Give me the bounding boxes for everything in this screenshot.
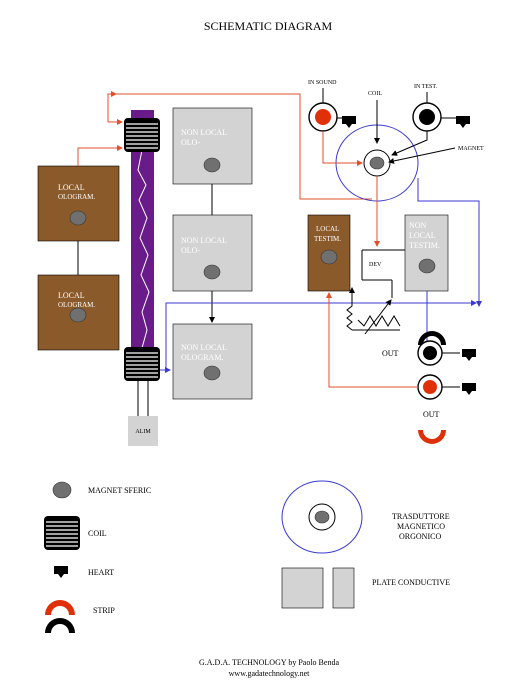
- diagram-title: SCHEMATIC DIAGRAM: [204, 19, 333, 33]
- svg-text:NON: NON: [409, 221, 427, 230]
- svg-text:LOCAL: LOCAL: [316, 225, 339, 233]
- in-test-jack: [412, 102, 442, 132]
- resistor-icon: [346, 292, 401, 335]
- svg-text:TESTIM.: TESTIM.: [314, 235, 341, 243]
- coil-top-icon: [123, 117, 161, 153]
- strip-black-icon: [418, 331, 446, 345]
- black-wire-in-test: [391, 131, 428, 156]
- svg-text:OLOGRAM.: OLOGRAM.: [58, 193, 95, 201]
- svg-text:NON LOCAL: NON LOCAL: [181, 343, 227, 352]
- magnet-sferic-icon: [203, 264, 221, 280]
- legend-plate-icon: [281, 567, 324, 609]
- non-local-olo-box-2: NON LOCAL OLO-: [172, 214, 253, 292]
- footer-url: www.gadatechnology.net: [229, 669, 310, 678]
- in-sound-label: IN SOUND: [308, 80, 337, 86]
- local-testim-box: LOCAL TESTIM.: [307, 214, 351, 292]
- legend-trasduttore-line2: MAGNETICO: [397, 522, 445, 531]
- out-jack-black: [417, 340, 443, 366]
- in-test-label: IN TEST.: [414, 84, 438, 90]
- legend-strip-black-icon: [45, 618, 75, 633]
- lightning-icon: [137, 149, 150, 349]
- alim-box: [128, 416, 158, 446]
- legend-strip-label: STRIP: [93, 606, 115, 615]
- legend-magnet-sferic-icon: [52, 481, 72, 499]
- red-wire-left: [77, 91, 372, 200]
- non-local-olo-box-1: NON LOCAL OLO-: [172, 107, 253, 185]
- blue-wire-bottom: [165, 300, 477, 370]
- in-sound-jack: [308, 102, 338, 132]
- svg-text:OLO-: OLO-: [181, 138, 200, 147]
- svg-text:LOCAL: LOCAL: [58, 291, 85, 300]
- alim-label: ALIM: [135, 429, 151, 435]
- legend-trasduttore-line1: TRASDUTTORE: [392, 512, 450, 521]
- magnet-sferic-icon: [418, 258, 436, 274]
- out-label-2: OUT: [423, 410, 440, 419]
- legend-transducer-icon: [281, 480, 363, 554]
- out-label-1: OUT: [382, 349, 399, 358]
- purple-tube: [131, 110, 154, 368]
- svg-text:NON LOCAL: NON LOCAL: [181, 128, 227, 137]
- dev-switch: [361, 249, 405, 298]
- heart-icon: [456, 116, 470, 128]
- local-ologram-box-2: LOCAL OLOGRAM.: [37, 274, 120, 351]
- non-local-ologram-box: NON LOCAL OLOGRAM.: [172, 323, 253, 400]
- footer-credit: G.A.D.A. TECHNOLOGY by Paolo Benda: [199, 658, 339, 667]
- coil-bottom-icon: [123, 346, 161, 382]
- legend-heart-icon: [54, 566, 68, 578]
- heart-icon: [342, 116, 356, 128]
- out-jack-red: [417, 374, 443, 400]
- legend-strip-red-icon: [45, 600, 75, 615]
- svg-text:TESTIM.: TESTIM.: [409, 241, 440, 250]
- magnet-sferic-icon: [203, 365, 221, 381]
- svg-text:OLO-: OLO-: [181, 246, 200, 255]
- magnet-sferic-icon: [69, 210, 87, 226]
- svg-text:LOCAL: LOCAL: [58, 183, 85, 192]
- magnet-sferic-icon: [203, 157, 221, 173]
- dev-label: DEV: [369, 262, 382, 268]
- legend-coil-label: COIL: [88, 529, 107, 538]
- heart-icon: [462, 349, 476, 361]
- legend-plate-label: PLATE CONDUCTIVE: [372, 578, 450, 587]
- legend-heart-label: HEART: [88, 568, 114, 577]
- legend-plate-icon: [332, 567, 355, 609]
- red-wire-in-sound: [322, 131, 363, 166]
- svg-text:LOCAL: LOCAL: [409, 231, 436, 240]
- legend-coil-icon: [43, 515, 81, 551]
- coil-label: COIL: [368, 91, 382, 97]
- non-local-testim-box: NON LOCAL TESTIM.: [404, 214, 449, 292]
- magnet-sferic-icon: [69, 307, 87, 323]
- local-ologram-box-1: LOCAL OLOGRAM.: [37, 165, 120, 242]
- legend-trasduttore-line3: ORGONICO: [399, 532, 441, 541]
- svg-text:OLOGRAM.: OLOGRAM.: [181, 353, 223, 362]
- magnet-sferic-icon: [320, 249, 338, 265]
- svg-text:OLOGRAM.: OLOGRAM.: [58, 301, 95, 309]
- blue-wire-right: [417, 178, 482, 307]
- legend-magnet-sferic-label: MAGNET SFERIC: [88, 486, 151, 495]
- strip-red-icon: [418, 430, 446, 444]
- heart-icon: [462, 383, 476, 395]
- magnet-label: MAGNET: [458, 146, 484, 152]
- svg-text:NON LOCAL: NON LOCAL: [181, 236, 227, 245]
- red-wire-out: [326, 292, 418, 388]
